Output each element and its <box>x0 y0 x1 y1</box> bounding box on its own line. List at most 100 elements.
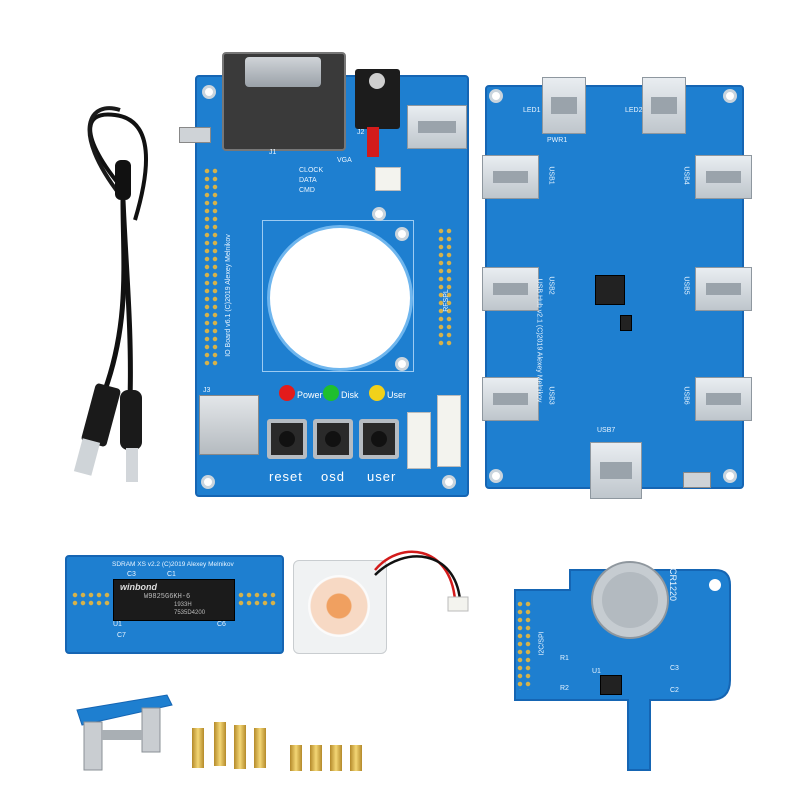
rtc-board-shape <box>514 561 731 771</box>
usb-port-label: USB5 <box>682 276 690 295</box>
user-led-label: User <box>387 390 407 400</box>
gpio-header-left <box>203 167 219 367</box>
brass-nut <box>330 745 342 771</box>
osd-button-label: osd <box>321 469 345 484</box>
usb-hub-vertical-text: USB Hub v2.1 (C)2019 Alexey Melnikov <box>535 278 543 403</box>
usb-top-label: LED1 <box>523 107 541 114</box>
mount-hole <box>372 207 386 221</box>
brass-nut <box>290 745 302 771</box>
io-board-side-label: RFSPL <box>442 289 450 312</box>
usb-port-label: USB6 <box>682 386 690 405</box>
usb-hub-board: USB Hub v2.1 (C)2019 Alexey Melnikov USB… <box>482 77 752 499</box>
fan-frame <box>262 220 414 372</box>
usb-port-top-2 <box>642 77 686 134</box>
usb-port-right-1 <box>695 155 752 199</box>
rtc-ref: R1 <box>560 655 569 662</box>
usb-port-bottom <box>590 442 642 499</box>
small-chip <box>620 315 632 331</box>
jst-connector <box>437 395 461 467</box>
fan-jst-connector <box>375 167 401 191</box>
rtc-ref: U1 <box>592 668 601 675</box>
user-led <box>369 385 385 401</box>
fan-cutout <box>267 225 413 371</box>
io-small-label: DATA <box>299 177 317 184</box>
sdram-chip-part: W9825G6KH-6 <box>144 593 191 601</box>
usb-port-label: USB1 <box>547 166 555 185</box>
sdram-chip-brand: winbond <box>120 582 157 592</box>
sdram-ref: C3 <box>127 571 136 578</box>
sdram-title: SDRAM XS v2.2 (C)2019 Alexey Melnikov <box>112 561 234 568</box>
io-board: Power Disk User reset osd user IO Board … <box>179 52 469 497</box>
sensor-bracket-drawing <box>76 694 173 771</box>
rtc-ref: C2 <box>670 687 679 694</box>
usb-power-cable <box>60 100 170 490</box>
vga-shell <box>245 57 321 87</box>
io-board-vertical-text: IO Board v6.1 (C)2019 Alexey Melnikov <box>224 234 232 357</box>
usb-top-label: PWR1 <box>547 137 568 144</box>
usb-top-label: LED2 <box>625 107 643 114</box>
sdram-board: SDRAM XS v2.2 (C)2019 Alexey Melnikov wi… <box>65 555 284 654</box>
io-small-label: VGA <box>337 157 352 164</box>
slide-switch <box>179 127 211 143</box>
rtc-ref: C3 <box>670 665 679 672</box>
rtc-board: CR1220 I2C/SPI R1 R2 U1 C3 C2 <box>510 560 740 775</box>
usb-port-left-1 <box>482 155 539 199</box>
user-button-label: user <box>367 469 397 484</box>
io-connector-label: J3 <box>203 387 211 394</box>
rtc-header-pins <box>516 600 532 690</box>
hub-controller-chip <box>595 275 625 305</box>
rtc-title: CR1220 <box>668 568 678 602</box>
usb-port-label: USB7 <box>597 427 616 434</box>
usb-port-label: USB3 <box>547 386 555 405</box>
usb-port <box>407 105 467 149</box>
sdram-chip-lot: 7535D4200 <box>174 610 206 616</box>
sdram-ref: C7 <box>117 632 126 639</box>
user-button[interactable] <box>359 419 399 459</box>
usb-port-label: USB4 <box>682 166 690 185</box>
rtc-ref: I2C/SPI <box>538 631 546 656</box>
disk-led-label: Disk <box>341 390 359 400</box>
mount-hole <box>723 469 737 483</box>
io-small-label: CMD <box>299 187 315 194</box>
mount-hole <box>723 89 737 103</box>
mount-hole <box>442 475 456 489</box>
sensor-bracket <box>72 690 177 775</box>
cooling-fan <box>293 560 387 654</box>
io-connector-label: J2 <box>357 129 365 136</box>
mount-hole <box>395 357 409 371</box>
fan-wires <box>374 550 469 612</box>
power-led-label: Power <box>297 390 323 400</box>
usb-port-right-2 <box>695 267 752 311</box>
micro-usb-port <box>683 472 711 488</box>
usb-port-top-1 <box>542 77 586 134</box>
usb-port-left-3 <box>482 377 539 421</box>
rtc-ref: R2 <box>560 685 569 692</box>
brass-standoff <box>234 725 246 769</box>
brass-standoff <box>214 722 226 766</box>
sdram-chip-code: 1933H <box>174 602 192 608</box>
mount-hole <box>202 85 216 99</box>
osd-button[interactable] <box>313 419 353 459</box>
sdram-ref: C6 <box>217 621 226 628</box>
io-small-label: CLOCK <box>299 167 324 174</box>
audio-jack-hole <box>369 73 385 89</box>
brass-nut <box>310 745 322 771</box>
reset-button[interactable] <box>267 419 307 459</box>
cable-drawing <box>73 106 149 482</box>
sdram-ref: C1 <box>167 571 176 578</box>
brass-nut <box>350 745 362 771</box>
gpio-header-right <box>437 227 453 347</box>
sdram-pins-left <box>71 591 111 607</box>
usb-port-right-3 <box>695 377 752 421</box>
sd-card-slot <box>199 395 259 455</box>
disk-led <box>323 385 339 401</box>
usb-port-label: USB2 <box>547 276 555 295</box>
jst-connector <box>407 412 431 469</box>
mount-hole <box>489 89 503 103</box>
brass-standoff <box>192 728 204 768</box>
reset-button-label: reset <box>269 469 303 484</box>
power-led <box>279 385 295 401</box>
usb-port-left-2 <box>482 267 539 311</box>
sdram-ref: U1 <box>113 621 122 628</box>
red-switch <box>367 127 379 157</box>
